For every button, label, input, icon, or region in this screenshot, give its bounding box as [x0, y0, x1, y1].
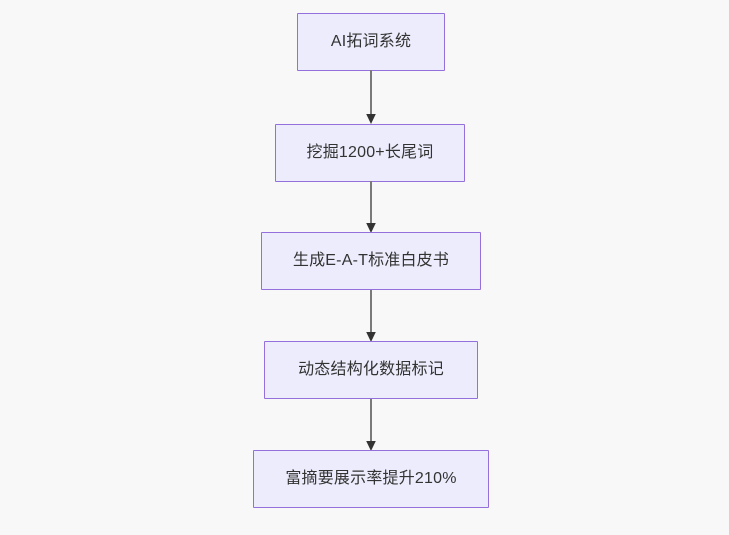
flow-node-3-label: 生成E-A-T标准白皮书	[292, 252, 450, 270]
flow-node-2[interactable]: 挖掘1200+长尾词	[275, 124, 465, 182]
flow-node-1-label: AI拓词系统	[330, 33, 412, 51]
flow-node-4[interactable]: 动态结构化数据标记	[264, 341, 478, 399]
flow-node-1[interactable]: AI拓词系统	[297, 13, 445, 71]
flow-edge-4-to-5	[366, 399, 376, 451]
flow-edge-1-to-2	[366, 70, 376, 124]
flow-node-5[interactable]: 富摘要展示率提升210%	[253, 450, 489, 508]
flow-node-4-label: 动态结构化数据标记	[298, 361, 444, 379]
flow-edge-2-to-3	[366, 181, 376, 233]
flow-node-5-label: 富摘要展示率提升210%	[285, 470, 457, 488]
flow-node-3[interactable]: 生成E-A-T标准白皮书	[261, 232, 481, 290]
flow-edge-3-to-4	[366, 290, 376, 342]
flow-node-2-label: 挖掘1200+长尾词	[306, 144, 434, 162]
